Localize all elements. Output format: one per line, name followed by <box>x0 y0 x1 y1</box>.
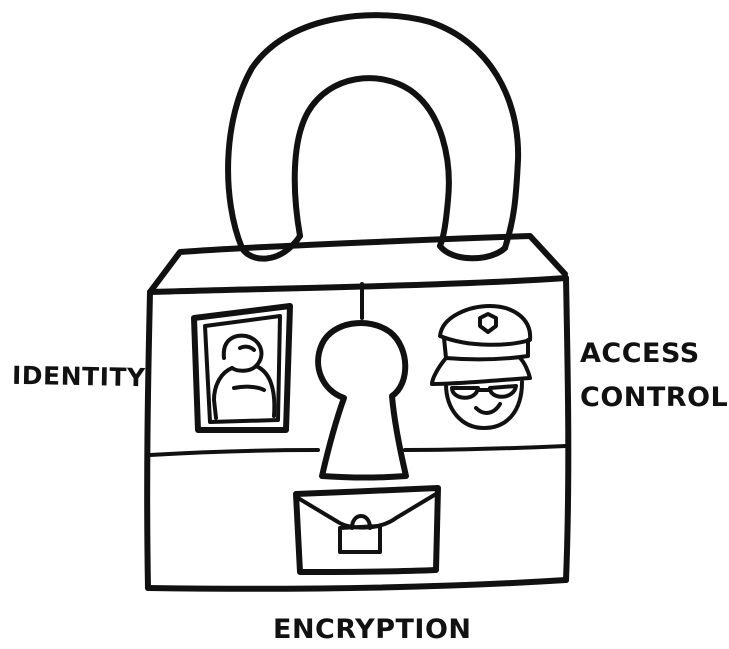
access-control-label-line1: ACCESS <box>580 332 728 376</box>
padlock-shackle <box>228 15 518 258</box>
identity-label: IDENTITY <box>12 361 146 392</box>
id-card-icon <box>194 306 290 430</box>
access-control-label: ACCESS CONTROL <box>580 332 728 420</box>
security-guard-icon <box>432 306 530 428</box>
locked-envelope-icon <box>296 488 438 572</box>
keyhole-icon <box>318 323 406 478</box>
encryption-label: ENCRYPTION <box>273 614 472 645</box>
access-control-label-line2: CONTROL <box>580 376 728 420</box>
